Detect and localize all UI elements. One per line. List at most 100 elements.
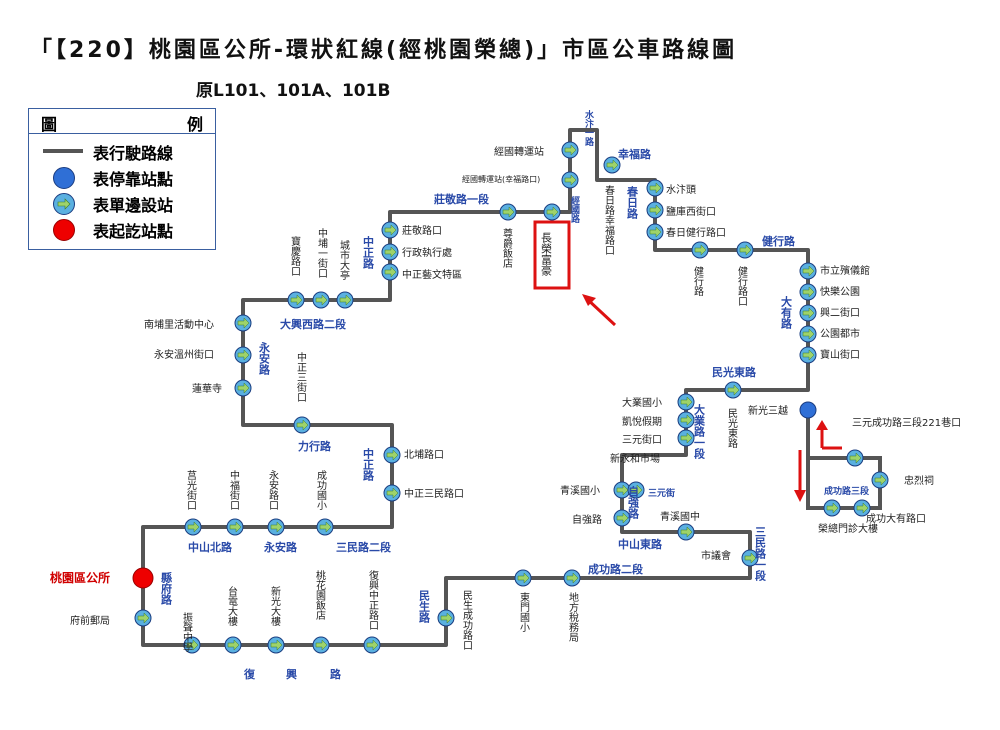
stop-label: 中埔一街口 xyxy=(316,227,328,278)
stop-label: 青溪國中 xyxy=(660,510,700,523)
side-stop-arrow-icon xyxy=(649,182,662,194)
stop-label: 莒光街口 xyxy=(185,470,197,510)
stop-label: 成功大有路口 xyxy=(866,512,926,525)
side-stop-arrow-icon xyxy=(315,639,328,651)
road-label: 民光東路 xyxy=(726,408,738,449)
side-stop-arrow-icon xyxy=(564,174,577,186)
road-label: 興 xyxy=(286,667,297,681)
road-label: 中山東路 xyxy=(618,537,663,551)
stop-label: 健行路 xyxy=(692,266,704,297)
side-stop-arrow-icon xyxy=(802,349,815,361)
stop-label: 榮總門診大樓 xyxy=(818,522,878,535)
side-stop-arrow-icon xyxy=(826,502,839,514)
side-stop-arrow-icon xyxy=(517,572,530,584)
stop-label: 地方稅務局 xyxy=(567,591,579,643)
stop-label: 中福街口 xyxy=(228,469,240,510)
road-label: 中正路 xyxy=(362,447,375,482)
side-stop-arrow-icon xyxy=(187,521,200,533)
side-stop-arrow-icon xyxy=(744,552,757,564)
side-stop-arrow-icon xyxy=(384,246,397,258)
stop-label: 三元街口 xyxy=(622,433,662,446)
side-stop-arrow-icon xyxy=(616,484,629,496)
stop-label: 中正三民路口 xyxy=(404,487,464,500)
stop-label: 永安溫州街口 xyxy=(154,348,214,361)
road-label: 三民路一段 xyxy=(754,526,767,582)
road-label: 民生路 xyxy=(418,590,431,624)
side-stop-arrow-icon xyxy=(727,384,740,396)
road-label: 水汴一路 xyxy=(583,109,594,147)
side-stop-arrow-icon xyxy=(802,307,815,319)
side-stops xyxy=(134,141,889,654)
stop-dots xyxy=(132,401,817,589)
stop-label: 蓮華寺 xyxy=(192,382,222,395)
direction-arrow-head xyxy=(794,490,806,502)
side-stop-arrow-icon xyxy=(680,526,693,538)
road-label: 路 xyxy=(330,667,342,681)
road-label: 三元街 xyxy=(648,487,675,499)
side-stop-arrow-icon xyxy=(874,474,887,486)
side-stop-arrow-icon xyxy=(616,512,629,524)
road-label: 健行路 xyxy=(762,234,796,248)
side-stop-arrow-icon xyxy=(546,206,559,218)
road-label: 復 xyxy=(243,667,256,681)
side-stop-arrow-icon xyxy=(384,266,397,278)
side-stop-arrow-icon xyxy=(237,382,250,394)
stop-label: 南埔里活動中心 xyxy=(144,318,214,331)
side-stop-arrow-icon xyxy=(802,286,815,298)
terminal-dot xyxy=(132,567,154,589)
stop-label: 莊敬路口 xyxy=(402,224,442,237)
stop-label: 大業國小 xyxy=(622,396,662,409)
stop-label: 春日路幸福路口 xyxy=(603,185,615,255)
stop-label: 鹽庫西街口 xyxy=(666,205,716,218)
legend-label: 表單邊設站 xyxy=(93,196,174,215)
stop-dot-icon xyxy=(53,167,75,189)
stop-label: 公園都市 xyxy=(820,327,860,340)
stop-label: 快樂公園 xyxy=(820,285,860,298)
stop-label: 城市大亭 xyxy=(338,240,350,280)
stop-label: 寶山街口 xyxy=(820,348,860,361)
legend-header-right: 例 xyxy=(186,115,203,134)
stop-label: 府前郵局 xyxy=(70,614,110,627)
highlight-box xyxy=(533,220,571,290)
stop-label: 健行路口 xyxy=(736,266,748,306)
route-line-icon xyxy=(43,149,83,153)
stop-label: 桃花園飯店 xyxy=(314,569,326,621)
legend-label: 表起訖站點 xyxy=(93,222,174,241)
stop-label: 復興中正路口 xyxy=(367,569,379,630)
stop-label: 台電大樓 xyxy=(226,585,238,627)
stop-label: 水汴頭 xyxy=(666,183,696,196)
stop-label: 振聲中學 xyxy=(181,611,193,653)
stop-label: 春日健行路口 xyxy=(666,226,726,239)
stop-label: 自強路 xyxy=(572,513,602,526)
side-stop-arrow-icon xyxy=(564,144,577,156)
road-label: 力行路 xyxy=(298,439,332,453)
side-stop-arrow-icon xyxy=(237,349,250,361)
stop-label: 忠烈祠 xyxy=(904,474,934,487)
road-label: 中正路 xyxy=(362,235,375,270)
legend: 圖 例 表行駛路線 表停靠站點 表單邊設站 表起訖站點 xyxy=(28,108,216,250)
road-label: 成功路二段 xyxy=(588,562,643,576)
road-label: 縣府路 xyxy=(160,571,173,606)
side-stop-arrow-icon xyxy=(856,502,869,514)
stop-label: 行政執行處 xyxy=(402,246,452,259)
highlight-arrow-head xyxy=(582,294,596,306)
side-stop-arrow-icon xyxy=(630,484,643,496)
side-stop-arrow-icon xyxy=(290,294,303,306)
road-label: 經國路 xyxy=(569,195,580,224)
side-stop-arrow-icon xyxy=(739,244,752,256)
side-stop-arrow-icon xyxy=(649,226,662,238)
stop-label: 新永和市場 xyxy=(610,452,660,465)
legend-header-left: 圖 xyxy=(41,115,58,134)
side-stop-arrow-icon xyxy=(680,396,693,408)
side-stop-arrow-icon xyxy=(802,265,815,277)
stop-label: 青溪國小 xyxy=(560,484,600,497)
stop-label: 東門國小 xyxy=(518,591,530,633)
side-stop-arrow-icon xyxy=(270,521,283,533)
stop-label: 尊爵飯店 xyxy=(501,227,513,269)
stop-label: 民生成功路口 xyxy=(461,590,473,650)
stop-label: 經國轉運站(幸福路口) xyxy=(462,174,540,184)
stop-label: 經國轉運站 xyxy=(494,145,544,158)
stop-label: 興二街口 xyxy=(820,306,860,319)
highlight-stop-label: 長榮富豪 xyxy=(540,232,553,276)
